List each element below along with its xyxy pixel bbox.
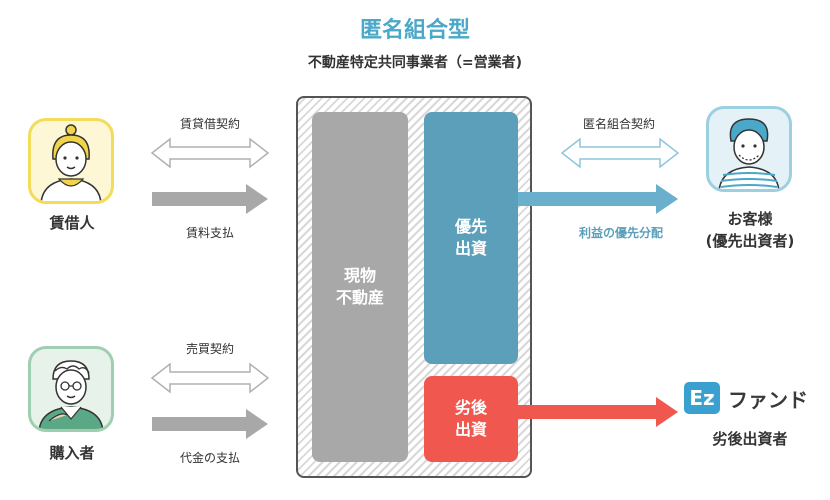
rent-payment-arrow xyxy=(152,184,268,214)
property-block: 現物 不動産 xyxy=(312,112,408,462)
sale-contract-double-arrow xyxy=(150,362,270,394)
sale-contract-label: 売買契約 xyxy=(185,342,234,356)
customer-label: お客様 xyxy=(727,210,773,228)
junior-investment-block: 劣後 出資 xyxy=(424,376,518,462)
profit-distribution-arrow xyxy=(518,184,678,214)
lease-contract-double-arrow xyxy=(150,137,270,169)
tenant-person-icon xyxy=(40,124,102,201)
buyer-avatar xyxy=(28,346,114,432)
price-payment-arrow xyxy=(152,409,268,439)
customer-person-icon xyxy=(718,118,780,189)
customer-avatar xyxy=(706,106,792,192)
ezfund-logo: Ez ファンド xyxy=(684,382,808,414)
diagram-subtitle: 不動産特定共同事業者（=営業者) xyxy=(307,55,523,71)
tenant-avatar xyxy=(28,118,114,204)
junior-investment-arrow xyxy=(518,397,678,427)
senior-investment-block: 優先 出資 xyxy=(424,112,518,364)
rent-payment-label: 賃料支払 xyxy=(185,226,234,240)
tenant-label: 賃借人 xyxy=(49,214,95,232)
diagram-title: 匿名組合型 xyxy=(359,18,470,43)
silent-partnership-label: 匿名組合契約 xyxy=(582,117,655,131)
buyer-person-icon xyxy=(38,360,104,429)
ezfund-label: 劣後出資者 xyxy=(712,430,788,448)
lease-contract-label: 賃貸借契約 xyxy=(179,117,240,131)
price-payment-label: 代金の支払 xyxy=(179,451,240,465)
profit-distribution-label: 利益の優先分配 xyxy=(578,226,663,240)
customer-sublabel: (優先出資者) xyxy=(705,232,795,250)
silent-partnership-double-arrow xyxy=(560,137,680,169)
buyer-label: 購入者 xyxy=(49,444,95,462)
ez-logo-badge: Ez xyxy=(684,382,720,414)
ezfund-logo-text: ファンド xyxy=(728,387,808,412)
